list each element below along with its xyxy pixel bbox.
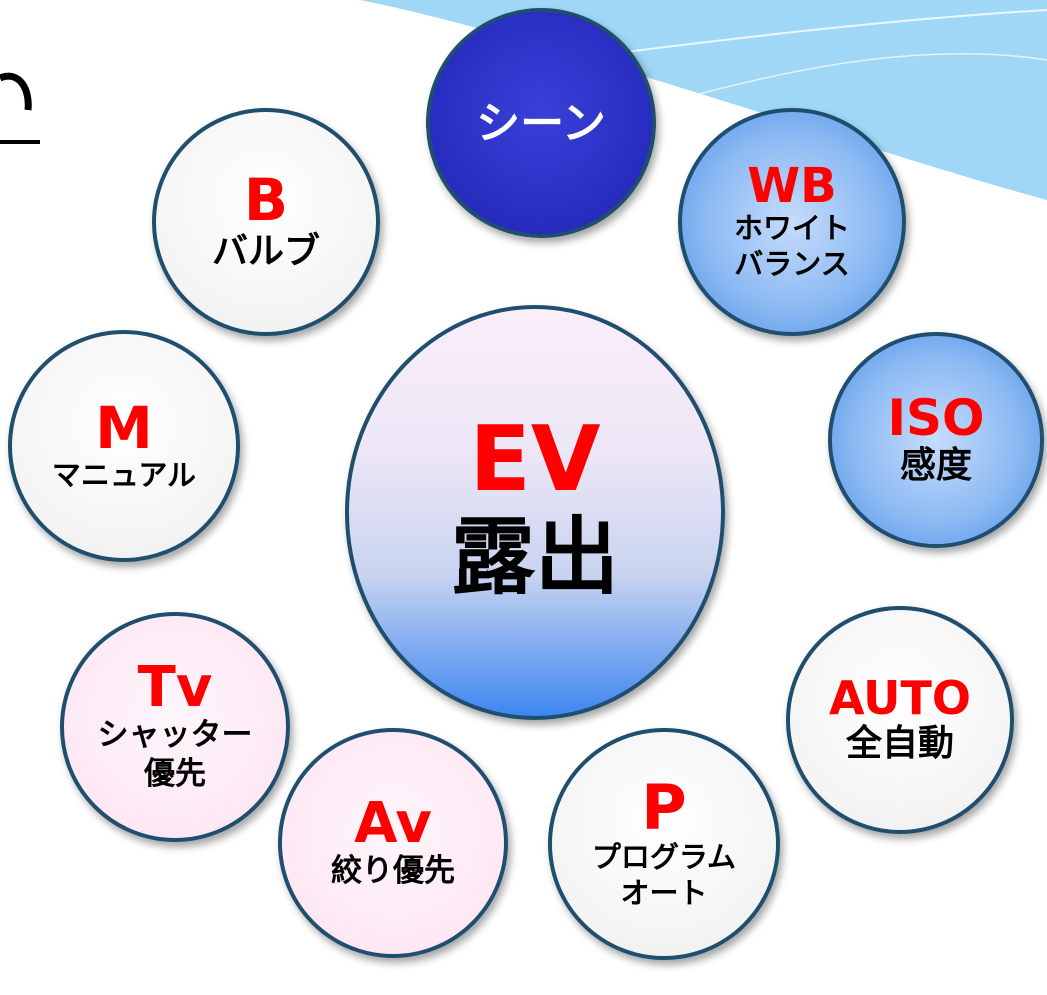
mode-label-auto: 全自動 [845,722,954,764]
mode-circle-m: M マニュアル [8,330,240,562]
sky-banner [360,0,1047,200]
mode-code-tv: Tv [137,655,213,721]
sky-banner-highlight [639,52,1047,111]
mode-code-av: Av [354,790,432,856]
mode-circle-scene: シーン [426,8,656,238]
mode-circle-av: Av 絞り優先 [278,728,508,958]
mode-label-m: マニュアル [51,457,197,492]
exposure-code: EV [469,407,601,512]
exposure-center-circle: EV 露出 [345,305,725,720]
mode-label-scene: シーン [476,97,606,149]
mode-code-p: P [641,770,687,844]
mode-label-b: バルブ [211,230,320,272]
mode-code-wb: WB [747,157,837,214]
mode-circle-wb: WB ホワイト バランス [678,108,906,336]
mode-code-auto: AUTO [828,670,972,725]
mode-circle-iso: ISO 感度 [828,332,1044,548]
mode-circle-p: P プログラム オート [548,728,780,960]
mode-code-iso: ISO [887,388,985,447]
corner-stroke [0,72,32,111]
mode-label-p: プログラム オート [591,839,737,910]
mode-circle-b: B バルブ [152,108,380,336]
mode-circle-auto: AUTO 全自動 [786,606,1014,834]
mode-code-m: M [95,393,153,462]
mode-label-tv: シャッター 優先 [97,717,253,792]
mode-code-b: B [243,165,289,234]
exposure-label: 露出 [450,508,619,606]
mode-label-wb: ホワイト バランス [733,210,850,281]
mode-label-iso: 感度 [899,444,972,486]
mode-circle-tv: Tv シャッター 優先 [60,612,290,842]
mode-label-av: 絞り優先 [331,852,455,889]
